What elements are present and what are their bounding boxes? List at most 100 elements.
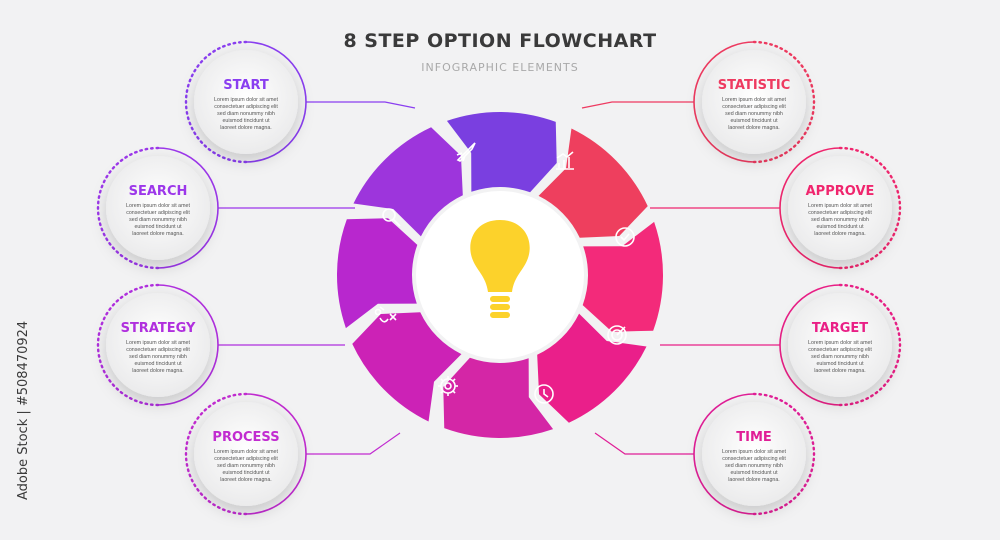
connector-line [581,101,694,109]
wheel-segment [352,312,462,422]
node-ring-dotted [96,146,160,270]
step-description-line: euismod tincidunt ut [134,224,182,230]
center-wheel [336,111,663,438]
node-ring-solid [245,393,307,515]
step-title: APPROVE [805,184,875,199]
node-ring-dotted [838,283,902,407]
step-description-line: Lorem ipsum dolor sit amet [722,97,786,103]
node-disc [194,402,298,506]
lightbulb-icon [470,220,530,318]
connector-line [306,101,416,109]
step-description-line: laoreet dolore magna. [132,368,184,374]
clock-icon [534,384,554,404]
step-description-line: consectetuer adipiscing elit [722,456,786,462]
wheel-segment [537,313,647,423]
connector-line [594,432,694,455]
step-description-line: Lorem ipsum dolor sit amet [214,97,278,103]
step-node [96,146,219,270]
step-description-line: laoreet dolore magna. [814,368,866,374]
step-description-line: Lorem ipsum dolor sit amet [808,340,872,346]
step-title: PROCESS [212,430,280,445]
step-node [96,283,219,407]
node-ring-solid [157,147,219,269]
node-disc [194,50,298,154]
step-description-line: laoreet dolore magna. [728,477,780,483]
step-description-line: consectetuer adipiscing elit [214,104,278,110]
rocket-icon [456,142,476,162]
connector-line [306,432,401,455]
step-node [184,40,307,164]
node-ring-dotted [184,40,248,164]
magnifier-icon [382,208,401,227]
step-description-line: euismod tincidunt ut [222,470,270,476]
step-node [693,392,816,516]
step-description-line: consectetuer adipiscing elit [126,210,190,216]
step-description-line: euismod tincidunt ut [730,118,778,124]
node-ring-dotted [752,40,816,164]
wheel-segment [538,128,648,238]
node-ring-solid [157,284,219,406]
step-description-line: Lorem ipsum dolor sit amet [126,340,190,346]
node-ring-solid [693,393,755,515]
step-description-line: euismod tincidunt ut [134,361,182,367]
step-description-line: consectetuer adipiscing elit [722,104,786,110]
step-description-line: laoreet dolore magna. [728,125,780,131]
wheel-segment [336,218,418,329]
gear-icon [438,376,458,396]
step-description-line: Lorem ipsum dolor sit amet [214,449,278,455]
chart-icon [556,151,574,170]
step-title: STATISTIC [717,78,791,93]
step-description-line: laoreet dolore magna. [220,477,272,483]
step-description-line: laoreet dolore magna. [814,231,866,237]
step-nodes [96,40,902,516]
target-icon [607,325,627,345]
step-description-line: Lorem ipsum dolor sit amet [126,203,190,209]
step-description-line: laoreet dolore magna. [220,125,272,131]
wheel-segment [353,127,463,237]
step-description-line: euismod tincidunt ut [222,118,270,124]
step-description-line: euismod tincidunt ut [816,361,864,367]
page-title: 8 STEP OPTION FLOWCHART [343,30,657,52]
node-disc [702,50,806,154]
node-ring-dotted [838,146,902,270]
step-description-line: sed diam nonummy nibh [217,463,275,469]
step-title: SEARCH [128,184,188,199]
step-description-line: euismod tincidunt ut [816,224,864,230]
step-title: START [223,78,269,93]
node-ring-dotted [96,283,160,407]
step-description-line: consectetuer adipiscing elit [214,456,278,462]
node-ring-solid [779,284,841,406]
node-ring-solid [245,41,307,163]
node-disc [788,293,892,397]
wheel-segment [582,221,663,332]
node-ring-solid [779,147,841,269]
node-ring-dotted [752,392,816,516]
connector-lines [218,101,780,455]
step-description-line: sed diam nonummy nibh [217,111,275,117]
step-title: STRATEGY [120,321,196,336]
step-description-line: sed diam nonummy nibh [725,463,783,469]
step-description-line: euismod tincidunt ut [730,470,778,476]
step-description-line: sed diam nonummy nibh [129,354,187,360]
step-description-line: sed diam nonummy nibh [811,217,869,223]
node-ring-solid [693,41,755,163]
wheel-segment [443,357,554,438]
strategy-icon [374,306,397,323]
step-description-line: laoreet dolore magna. [132,231,184,237]
step-title: TARGET [811,321,869,336]
page-subtitle: INFOGRAPHIC ELEMENTS [421,61,579,74]
step-node [779,146,902,270]
